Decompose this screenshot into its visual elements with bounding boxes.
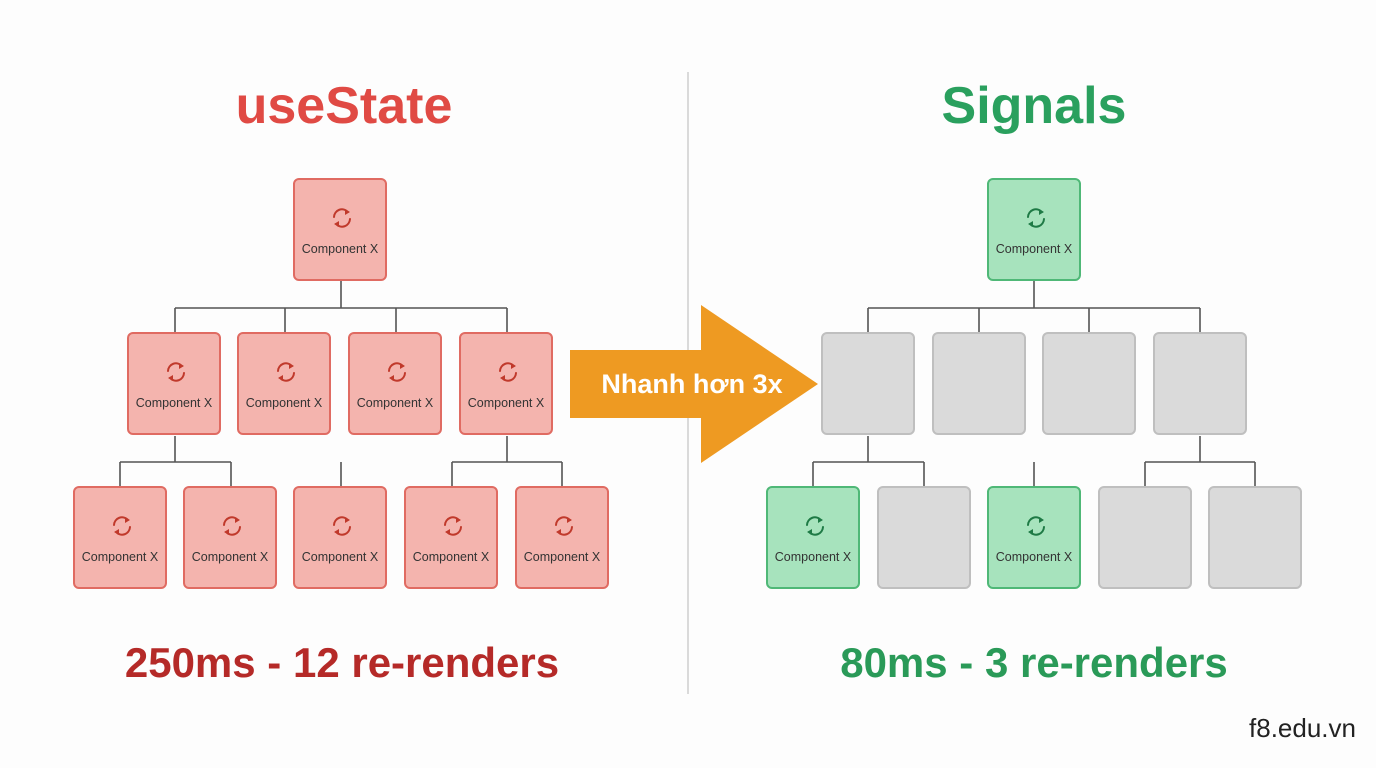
watermark: f8.edu.vn	[1249, 713, 1356, 743]
node-label: Component X	[412, 550, 490, 564]
usestate-title: useState	[235, 77, 453, 135]
right-level1-node	[1153, 332, 1247, 435]
left-level2-node: Component X	[404, 486, 498, 589]
signals-title: Signals	[941, 77, 1127, 135]
node-label: Component X	[356, 396, 434, 410]
refresh-icon	[1027, 208, 1045, 228]
left-level2-node: Component X	[293, 486, 387, 589]
left-level1-node: Component X	[459, 332, 553, 435]
left-root-node: Component X	[293, 178, 387, 281]
left-level1-node: Component X	[348, 332, 442, 435]
node-label: Component X	[191, 550, 269, 564]
refresh-icon	[555, 516, 573, 536]
node-label: Component X	[995, 550, 1073, 564]
refresh-icon	[277, 362, 295, 382]
left-level1-node: Component X	[237, 332, 331, 435]
node-label: Component X	[135, 396, 213, 410]
right-level2-node	[1208, 486, 1302, 589]
arrow-label: Nhanh hơn 3x	[601, 369, 783, 399]
refresh-icon	[333, 208, 351, 228]
refresh-icon	[333, 516, 351, 536]
right-level2-node	[877, 486, 971, 589]
right-level1-node	[932, 332, 1026, 435]
refresh-icon	[444, 516, 462, 536]
refresh-icon	[167, 362, 185, 382]
right-level2-node: Component X	[766, 486, 860, 589]
right-level2-node: Component X	[987, 486, 1081, 589]
usestate-stat: 250ms - 12 re-renders	[124, 639, 560, 686]
left-level1-node: Component X	[127, 332, 221, 435]
signals-stat: 80ms - 3 re-renders	[840, 639, 1228, 686]
refresh-icon	[1027, 516, 1045, 536]
node-label: Component X	[301, 242, 379, 256]
left-level2-node: Component X	[183, 486, 277, 589]
right-level1-node	[821, 332, 915, 435]
left-level2-node: Component X	[73, 486, 167, 589]
node-label: Component X	[245, 396, 323, 410]
node-label: Component X	[301, 550, 379, 564]
node-label: Component X	[467, 396, 545, 410]
node-label: Component X	[81, 550, 159, 564]
refresh-icon	[806, 516, 824, 536]
speed-arrow	[570, 305, 818, 463]
right-level1-node	[1042, 332, 1136, 435]
refresh-icon	[223, 516, 241, 536]
refresh-icon	[388, 362, 406, 382]
refresh-icon	[499, 362, 517, 382]
node-label: Component X	[995, 242, 1073, 256]
node-label: Component X	[523, 550, 601, 564]
right-root-node: Component X	[987, 178, 1081, 281]
left-level2-node: Component X	[515, 486, 609, 589]
right-level2-node	[1098, 486, 1192, 589]
node-label: Component X	[774, 550, 852, 564]
refresh-icon	[113, 516, 131, 536]
